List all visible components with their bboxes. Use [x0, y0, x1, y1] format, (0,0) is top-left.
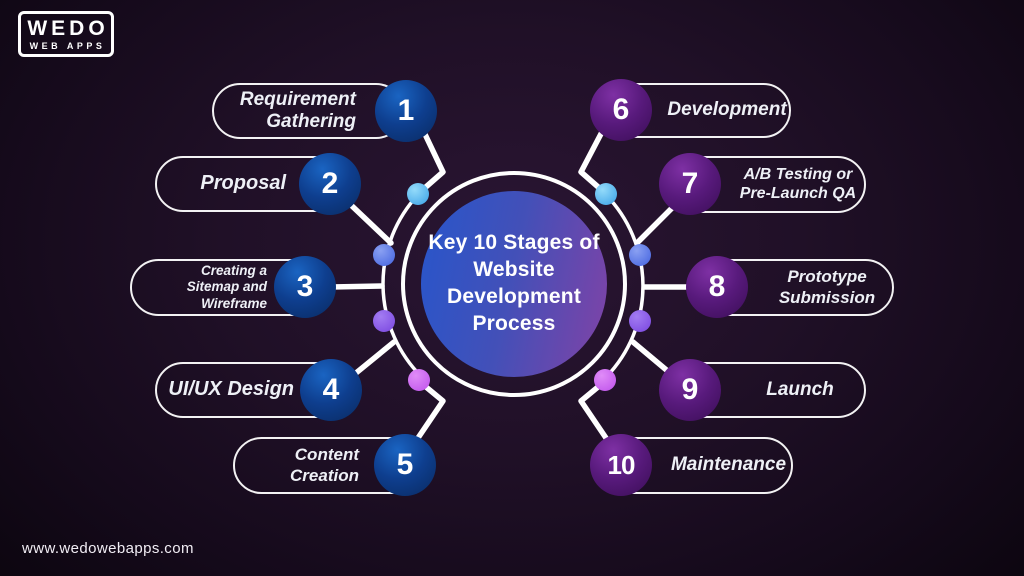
stage-number-circle-1: 1	[375, 80, 437, 142]
connector-dot-purple-right	[629, 310, 651, 332]
connector-dot-blue-right	[629, 244, 651, 266]
stage-number-circle-5: 5	[374, 434, 436, 496]
stage-label-6: Development	[667, 99, 787, 121]
stage-pill-3: Creating a Sitemap and Wireframe	[130, 259, 331, 316]
center-circle: Key 10 Stages of Website Development Pro…	[421, 191, 607, 377]
stage-number-4: 4	[322, 373, 340, 406]
stage-number-circle-10: 10	[590, 434, 652, 496]
stage-label-9: Launch	[766, 378, 834, 400]
center-ring	[401, 171, 627, 397]
website-url: www.wedowebapps.com	[22, 540, 194, 557]
connector-dot-pink-right	[594, 369, 616, 391]
connector-line-7	[634, 203, 677, 246]
connector-dot-pink-left	[408, 369, 430, 391]
logo-text-main: WEDO	[27, 16, 109, 40]
connector-line-3	[328, 283, 385, 290]
stage-number-10: 10	[607, 449, 636, 480]
connector-line-5	[415, 379, 446, 441]
stage-pill-5: Content Creation	[233, 437, 431, 494]
stage-number-7: 7	[681, 167, 699, 200]
stage-pill-8: Prototype Submission	[692, 259, 894, 316]
connector-line-2	[349, 203, 394, 246]
stage-number-8: 8	[708, 270, 726, 303]
connector-line-9	[630, 339, 673, 376]
stage-number-circle-4: 4	[300, 359, 362, 421]
stage-label-7: A/B Testing or Pre-Launch QA	[739, 165, 857, 202]
stage-label-5: Content Creation	[290, 445, 359, 485]
stage-label-8: Prototype Submission	[778, 267, 876, 307]
stage-label-4: UI/UX Design	[168, 378, 294, 401]
stage-pill-7: A/B Testing or Pre-Launch QA	[664, 156, 866, 213]
stage-number-circle-9: 9	[659, 359, 721, 421]
connector-dot-lightblue-left	[407, 183, 429, 205]
stage-number-1: 1	[397, 94, 415, 127]
stage-label-10: Maintenance	[670, 454, 787, 476]
stage-number-circle-2: 2	[299, 153, 361, 215]
connector-dot-purple-left	[373, 310, 395, 332]
stage-label-2: Proposal	[200, 172, 286, 195]
stage-number-circle-7: 7	[659, 153, 721, 215]
connector-line-10	[578, 379, 609, 441]
connector-line-4	[353, 339, 397, 376]
stage-number-circle-8: 8	[686, 256, 748, 318]
wedowebapps-logo: WEDO WEB APPS	[18, 11, 114, 57]
connector-dot-blue-left	[373, 244, 395, 266]
stage-label-3: Creating a Sitemap and Wireframe	[186, 262, 267, 311]
stage-number-6: 6	[612, 93, 630, 126]
connector-dot-lightblue-right	[595, 183, 617, 205]
stage-label-1: Requirement Gathering	[239, 88, 356, 132]
connector-line-1	[416, 127, 446, 196]
stage-number-3: 3	[296, 270, 314, 303]
connector-line-6	[578, 127, 608, 196]
center-title: Key 10 Stages of Website Development Pro…	[428, 231, 600, 335]
stage-number-circle-6: 6	[590, 79, 652, 141]
stage-number-5: 5	[396, 448, 414, 481]
stage-number-9: 9	[681, 373, 699, 406]
stage-number-circle-3: 3	[274, 256, 336, 318]
logo-text-sub: WEB APPS	[29, 40, 106, 51]
stage-number-2: 2	[321, 167, 339, 200]
